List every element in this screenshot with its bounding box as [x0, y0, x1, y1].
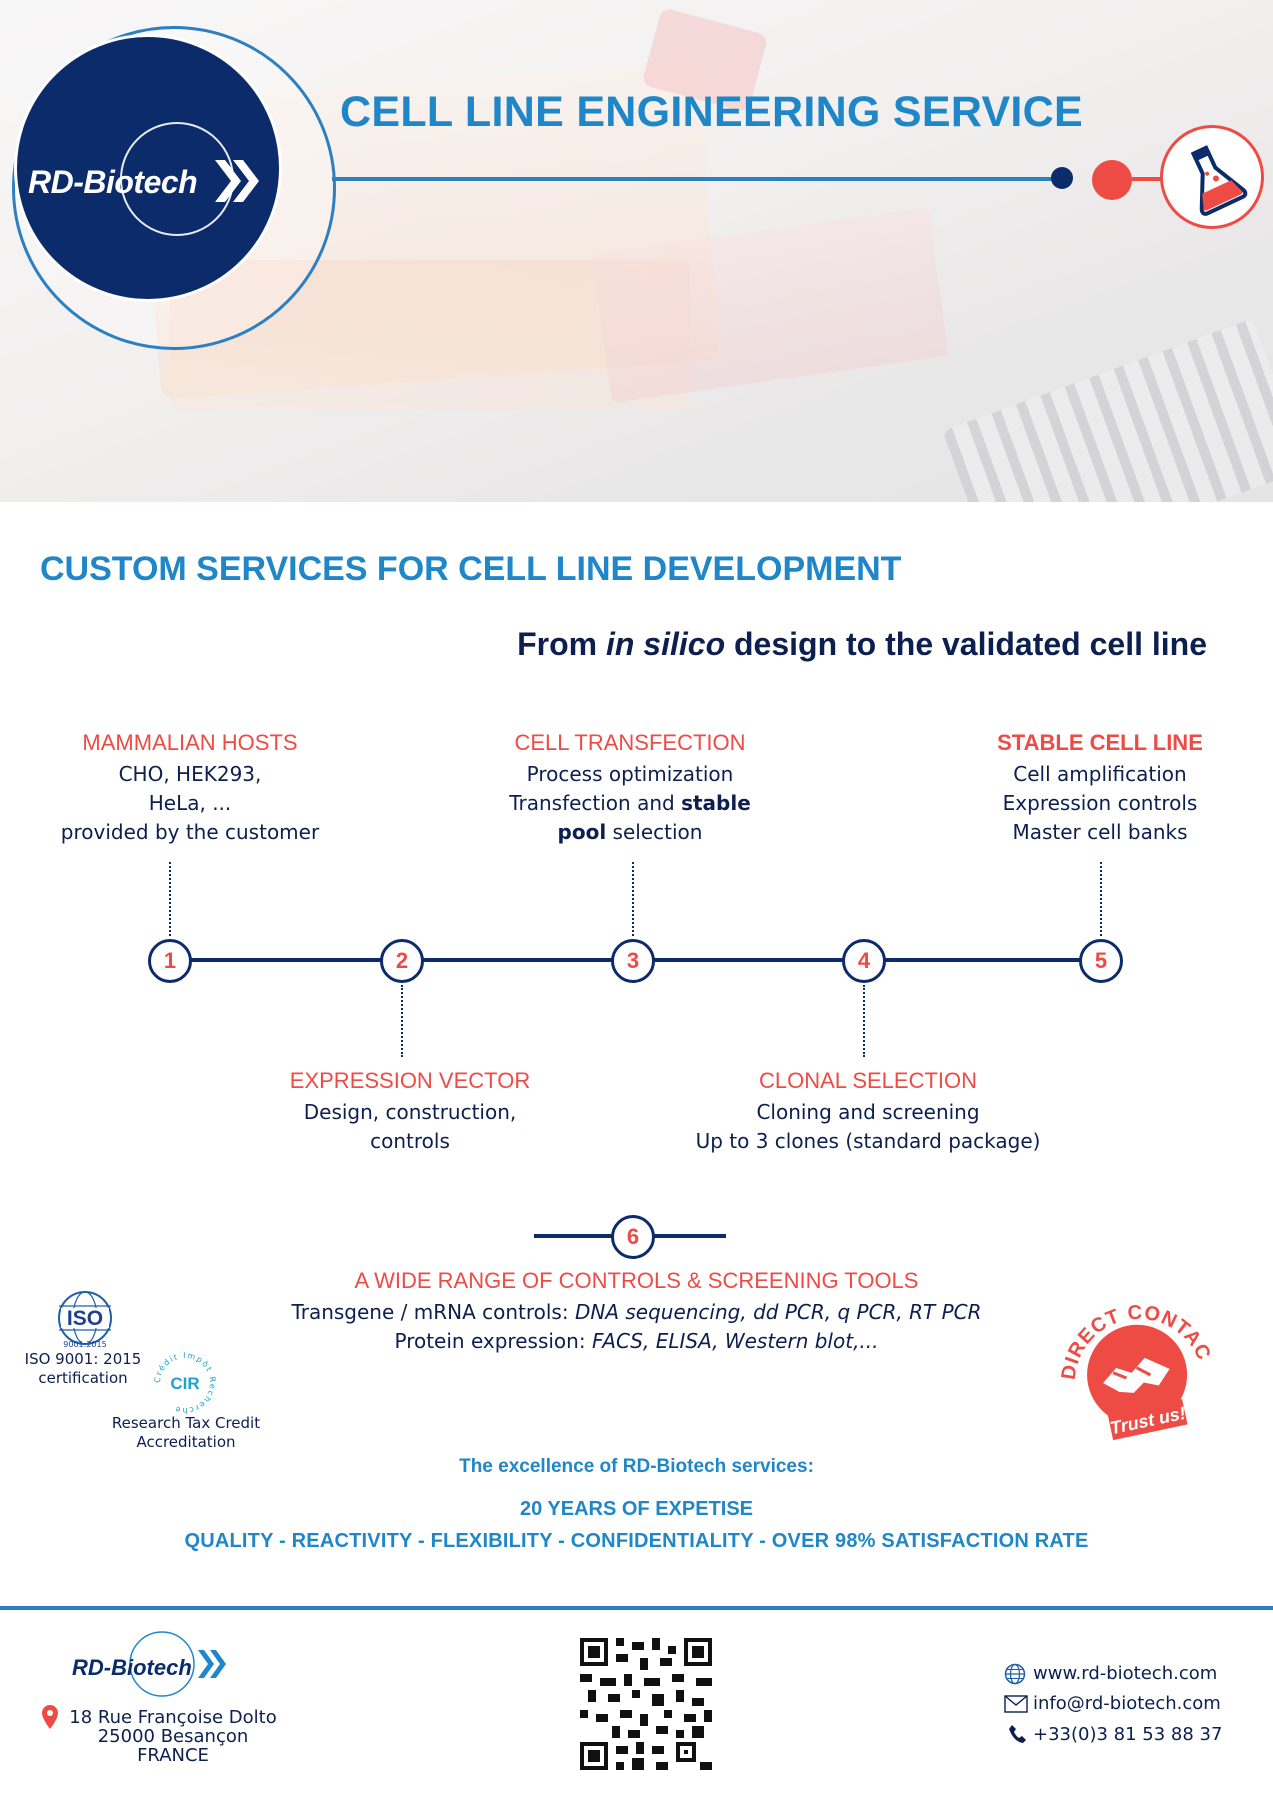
cir-caption-line: Research Tax Credit	[111, 1414, 261, 1432]
decor-line-red	[1132, 177, 1162, 181]
step-4-block: CLONAL SELECTION Cloning and screening U…	[668, 1068, 1068, 1156]
step-line: Transfection and stable	[480, 789, 780, 818]
phone-icon	[1009, 1725, 1026, 1743]
connector-dotted	[1100, 862, 1102, 936]
step-line: Up to 3 clones (standard package)	[695, 1129, 1041, 1153]
tagline-prefix: From	[517, 626, 606, 662]
step-title: CELL TRANSFECTION	[514, 730, 746, 755]
handshake-icon	[1103, 1357, 1170, 1393]
decor-dot-navy	[1051, 167, 1073, 189]
step-node-3: 3	[611, 939, 655, 983]
step-line: Expression controls	[1002, 791, 1198, 815]
phone-number: +33(0)3 81 53 88 37	[1033, 1724, 1223, 1745]
protein-label: Protein expression:	[394, 1329, 592, 1353]
address-line: 25000 Besançon	[97, 1726, 249, 1747]
title-underline	[332, 177, 1072, 181]
step-line: Process optimization	[526, 762, 734, 786]
step-node-5: 5	[1079, 939, 1123, 983]
step-3-block: CELL TRANSFECTION Process optimization T…	[480, 730, 780, 847]
cir-caption: Research Tax Credit Accreditation	[100, 1414, 272, 1452]
email-link[interactable]: info@rd-biotech.com	[1033, 1693, 1221, 1714]
step-line: Design, construction,	[303, 1100, 517, 1124]
step-title: CLONAL SELECTION	[758, 1068, 978, 1093]
footer-logo	[129, 1631, 226, 1697]
step-node-6: 6	[611, 1215, 655, 1259]
step-line: Protein expression: FACS, ELISA, Western…	[220, 1327, 1053, 1356]
iso-caption-line: ISO 9001: 2015	[24, 1350, 142, 1368]
website-link[interactable]: www.rd-biotech.com	[1033, 1663, 1218, 1684]
cir-caption-line: Accreditation	[136, 1433, 236, 1451]
step-node-1: 1	[148, 939, 192, 983]
step-line: provided by the customer	[60, 820, 320, 844]
step-line-bold: pool	[557, 820, 607, 844]
connector-dotted	[401, 985, 403, 1057]
cir-logo: Crédit Impôt Recherche CIR	[153, 1351, 216, 1415]
excellence-intro: The excellence of RD-Biotech services:	[459, 1456, 814, 1477]
connector-dotted	[863, 985, 865, 1057]
address-line: FRANCE	[137, 1745, 209, 1766]
step-line-text: Transfection and	[509, 791, 682, 815]
tagline-suffix: design to the validated cell line	[725, 626, 1207, 662]
expertise-line: 20 YEARS OF EXPETISE	[519, 1498, 754, 1520]
connector-dotted	[632, 862, 634, 936]
step-line: Cloning and screening	[756, 1100, 980, 1124]
location-pin-icon	[42, 1705, 58, 1729]
step-title: MAMMALIAN HOSTS	[82, 730, 298, 755]
step-line: Transgene / mRNA controls: DNA sequencin…	[220, 1298, 1053, 1327]
step-title: EXPRESSION VECTOR	[289, 1068, 531, 1093]
step-node-2: 2	[380, 939, 424, 983]
footer-address: 18 Rue Françoise Dolto 25000 Besançon FR…	[58, 1708, 288, 1765]
iso-logo-sub: 9001:2015	[63, 1340, 106, 1348]
footer-logo-text: RD-Biotech	[72, 1655, 192, 1680]
values-line: QUALITY - REACTIVITY - FLEXIBILITY - CON…	[184, 1530, 1089, 1552]
step-line: HeLa, ...	[148, 791, 232, 815]
iso-logo: ISO 9001:2015	[58, 1291, 112, 1348]
iso-logo-text: ISO	[67, 1307, 103, 1330]
mail-icon	[1004, 1695, 1028, 1713]
connector-dotted	[169, 862, 171, 936]
step-2-block: EXPRESSION VECTOR Design, construction, …	[255, 1068, 565, 1156]
transgene-label: Transgene / mRNA controls:	[291, 1300, 575, 1324]
step-line: controls	[370, 1129, 450, 1153]
step-6-block: A WIDE RANGE OF CONTROLS & SCREENING TOO…	[220, 1268, 1053, 1356]
chevron-right-icon	[215, 160, 259, 202]
step-line-text: selection	[606, 820, 703, 844]
step-title: STABLE CELL LINE	[997, 730, 1203, 755]
iso-caption: ISO 9001: 2015 certification	[18, 1350, 148, 1388]
step-line: Cell amplification	[1013, 762, 1187, 786]
footer-divider	[0, 1606, 1273, 1610]
protein-items: FACS, ELISA, Western blot,...	[591, 1329, 879, 1353]
step-line: pool selection	[480, 818, 780, 847]
iso-caption-line: certification	[38, 1369, 128, 1387]
page-title: CELL LINE ENGINEERING SERVICE	[340, 88, 1084, 136]
address-line: 18 Rue Françoise Dolto	[69, 1707, 277, 1728]
direct-contact-stamp: A DIRECT CONTACT Trust us!	[1050, 1280, 1216, 1441]
step-1-block: MAMMALIAN HOSTS CHO, HEK293, HeLa, ... p…	[40, 730, 340, 847]
flask-icon	[1160, 125, 1264, 229]
cir-logo-text: CIR	[170, 1374, 199, 1393]
step-line: Master cell banks	[1012, 820, 1188, 844]
step-line-bold: stable	[681, 791, 751, 815]
step-title: A WIDE RANGE OF CONTROLS & SCREENING TOO…	[354, 1268, 919, 1293]
tagline-italic: in silico	[605, 626, 726, 662]
section-title: CUSTOM SERVICES FOR CELL LINE DEVELOPMEN…	[40, 550, 902, 588]
step-line: CHO, HEK293,	[118, 762, 262, 786]
globe-icon	[1004, 1663, 1026, 1685]
decor-dot-red	[1092, 160, 1132, 200]
step-5-block: STABLE CELL LINE Cell amplification Expr…	[960, 730, 1240, 847]
transgene-items: DNA sequencing, dd PCR, q PCR, RT PCR	[574, 1300, 982, 1324]
step-node-4: 4	[842, 939, 886, 983]
qr-code[interactable]	[580, 1638, 712, 1770]
logo-text: RD-Biotech	[28, 164, 198, 200]
tagline: From in silico design to the validated c…	[517, 626, 1207, 663]
